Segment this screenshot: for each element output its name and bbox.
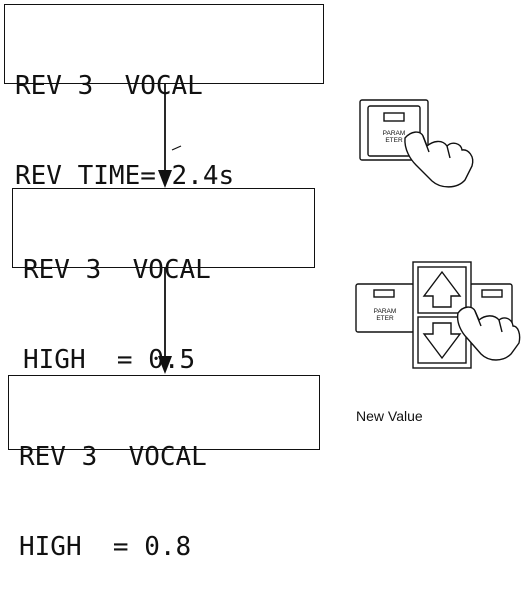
flow-arrows [158,84,182,374]
lcd1-line1: REV 3 VOCAL [15,71,203,101]
arrow-head-1 [158,170,172,188]
button-label-1b: ETER [385,137,403,144]
led-indicator-icon [383,112,405,122]
arrow-head-2 [158,356,172,374]
lcd1-line2: REV TIME= 2.4s [15,161,235,191]
led-indicator-icon-right [481,289,503,298]
lcd2-line2: HIGH = 0.5 [23,345,196,375]
parameter-press-illustration: PARAM ETER [359,99,474,188]
up-button-press-illustration: PARAM ETER [355,261,521,369]
new-value-caption: New Value [356,408,423,424]
lcd-display-2: REV 3 VOCAL HIGH = 0.5 [12,188,315,375]
button-label-2a: PARAM [374,308,397,315]
button-label-2b: ETER [376,315,394,322]
up-arrow-icon [422,270,462,308]
lcd3-line2: HIGH = 0.8 [19,532,192,562]
lcd2-line1: REV 3 VOCAL [23,255,211,285]
down-arrow-icon [422,322,462,360]
button-label-1a: PARAM [383,130,406,137]
led-indicator-icon [373,289,395,298]
tick-mark [171,145,182,151]
lcd-display-1: REV 3 VOCAL REV TIME= 2.4s [4,4,324,191]
